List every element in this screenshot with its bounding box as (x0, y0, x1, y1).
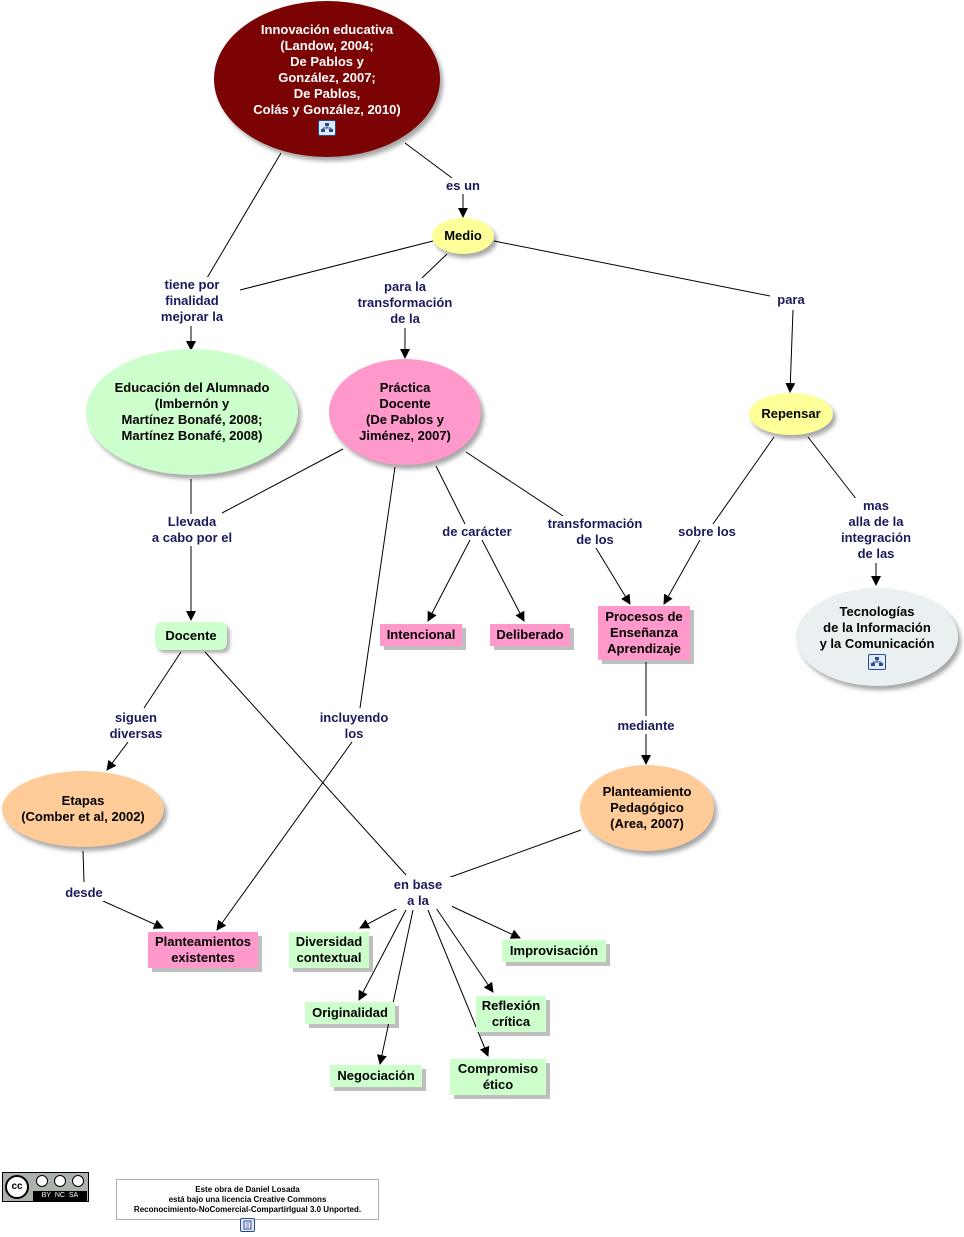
creative-commons-icon: cc (5, 1175, 29, 1199)
license-note: Este obra de Daniel Losada está bajo una… (116, 1179, 379, 1220)
node-medio: Medio (432, 218, 494, 254)
node-label: Docente (165, 628, 217, 643)
node-label: Tecnologías de la Información y la Comun… (819, 604, 935, 651)
link-transformacion: transformación de los (539, 516, 651, 548)
link-tiene-por: tiene por finalidad mejorar la (146, 277, 238, 325)
license-badge-text: BY NC SA (33, 1191, 87, 1201)
link-para-la: para la transformación de la (348, 279, 462, 327)
resource-icon[interactable] (318, 120, 336, 136)
link-en-base: en base a la (384, 877, 452, 909)
node-label: Compromiso ético (457, 1061, 539, 1092)
node-originalidad: Originalidad (305, 1002, 395, 1024)
node-label: Diversidad contextual (295, 934, 363, 965)
node-label: Planteamiento Pedagógico (Area, 2007) (602, 784, 692, 831)
node-practica-docente: Práctica Docente (De Pablos y Jiménez, 2… (329, 359, 481, 465)
link-siguen: siguen diversas (98, 710, 174, 742)
license-icons (33, 1175, 87, 1189)
link-mediante: mediante (608, 718, 684, 734)
license-text: Este obra de Daniel Losada está bajo una… (133, 1184, 362, 1214)
link-de-caracter: de carácter (432, 524, 522, 540)
node-label: Originalidad (312, 1005, 388, 1020)
node-intencional: Intencional (380, 624, 462, 646)
node-label: Planteamientos existentes (154, 934, 252, 965)
node-reflexion-critica: Reflexión crítica (476, 996, 546, 1032)
node-compromiso-etico: Compromiso ético (450, 1059, 546, 1095)
node-label: Negociación (337, 1068, 415, 1083)
node-tecnologias: Tecnologías de la Información y la Comun… (796, 588, 958, 686)
node-label: Medio (444, 228, 482, 243)
node-etapas: Etapas (Comber et al, 2002) (2, 771, 164, 847)
node-procesos-ensenanza: Procesos de Enseñanza Aprendizaje (598, 606, 690, 660)
node-diversidad-contextual: Diversidad contextual (289, 932, 369, 968)
node-label: Práctica Docente (De Pablos y Jiménez, 2… (359, 380, 451, 443)
node-label: Repensar (761, 406, 821, 421)
node-label: Educación del Alumnado (Imbernón y Martí… (114, 380, 270, 443)
node-label: Deliberado (496, 627, 564, 642)
link-es-un: es un (440, 178, 486, 194)
node-educacion-alumnado: Educación del Alumnado (Imbernón y Martí… (86, 349, 298, 475)
node-negociacion: Negociación (330, 1065, 422, 1087)
node-label: Reflexión crítica (481, 998, 541, 1029)
node-label: Etapas (Comber et al, 2002) (21, 793, 145, 824)
node-repensar: Repensar (749, 393, 833, 435)
link-sobre-los: sobre los (670, 524, 744, 540)
link-incluyendo: incluyendo los (310, 710, 398, 742)
creative-commons-badge[interactable]: cc BY NC SA (2, 1172, 89, 1202)
node-deliberado: Deliberado (490, 624, 570, 646)
sa-icon (72, 1175, 84, 1187)
link-mas-alla: mas alla de la integración de las (830, 498, 922, 562)
by-icon (36, 1175, 48, 1187)
node-label: Innovación educativa (Landow, 2004; De P… (253, 22, 401, 117)
link-llevada: Llevada a cabo por el (140, 514, 244, 546)
nc-icon (54, 1175, 66, 1187)
resource-icon[interactable] (868, 654, 886, 670)
node-innovacion-educativa: Innovación educativa (Landow, 2004; De P… (214, 1, 440, 157)
link-desde: desde (58, 885, 110, 901)
node-improvisacion: Improvisación (502, 940, 606, 962)
document-icon[interactable] (240, 1218, 255, 1232)
node-planteamiento-pedagogico: Planteamiento Pedagógico (Area, 2007) (580, 765, 714, 851)
node-label: Procesos de Enseñanza Aprendizaje (605, 609, 683, 656)
link-para: para (770, 292, 812, 308)
node-planteamientos-existentes: Planteamientos existentes (148, 932, 258, 968)
node-label: Improvisación (509, 943, 599, 958)
node-docente: Docente (155, 622, 227, 650)
node-label: Intencional (386, 627, 456, 642)
